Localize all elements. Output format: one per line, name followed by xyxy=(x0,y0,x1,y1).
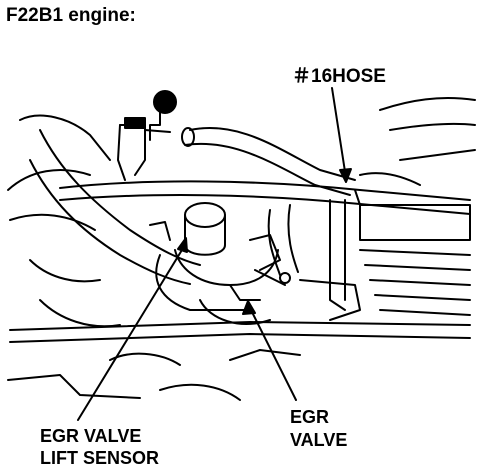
lift-sensor-leader-line xyxy=(77,237,188,421)
vertical-tube xyxy=(267,199,346,311)
hose-callout: ＃16HOSE xyxy=(292,66,386,87)
intake-components xyxy=(299,172,471,321)
upper-hose xyxy=(181,127,356,196)
lower-rail xyxy=(9,321,471,343)
egr-valve-leader-line xyxy=(242,300,297,401)
engine-body-outline xyxy=(7,97,476,401)
egr-valve-callout-line1: EGR xyxy=(290,407,330,427)
vacuum-pump-icon xyxy=(117,90,177,181)
lift-sensor-callout-line1: EGR VALVE xyxy=(40,426,142,446)
egr-valve-callout-line2: VALVE xyxy=(290,430,348,450)
cross-rail xyxy=(59,180,471,215)
lift-sensor-callout-line2: LIFT SENSOR xyxy=(40,448,160,468)
hose-leader-line xyxy=(331,87,352,183)
page-title: F22B1 engine: xyxy=(6,5,136,26)
egr-valve-body xyxy=(149,202,291,325)
